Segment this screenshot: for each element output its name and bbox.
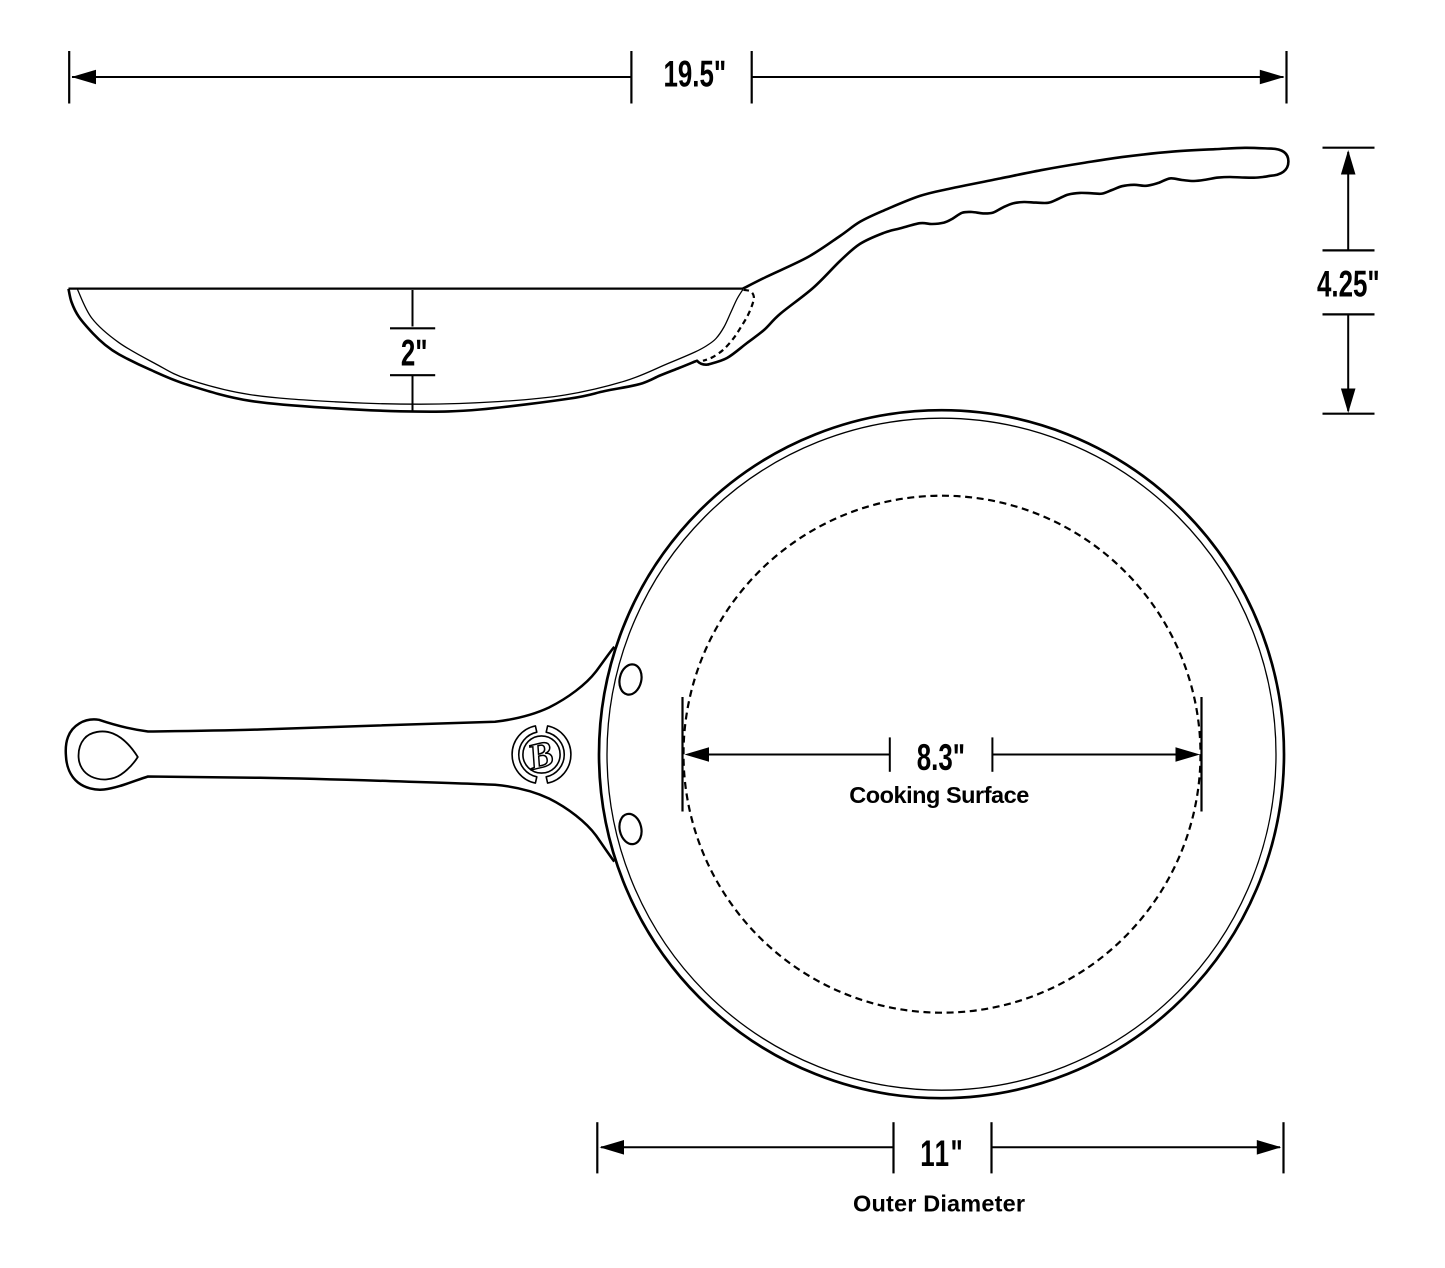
svg-text:11": 11" [920, 1133, 964, 1175]
svg-text:Outer Diameter: Outer Diameter [853, 1190, 1025, 1216]
svg-text:2": 2" [401, 332, 428, 374]
svg-text:Cooking Surface: Cooking Surface [849, 782, 1029, 808]
svg-text:4.25": 4.25" [1317, 263, 1380, 305]
svg-text:8.3": 8.3" [917, 737, 965, 779]
svg-text:19.5": 19.5" [663, 53, 726, 95]
